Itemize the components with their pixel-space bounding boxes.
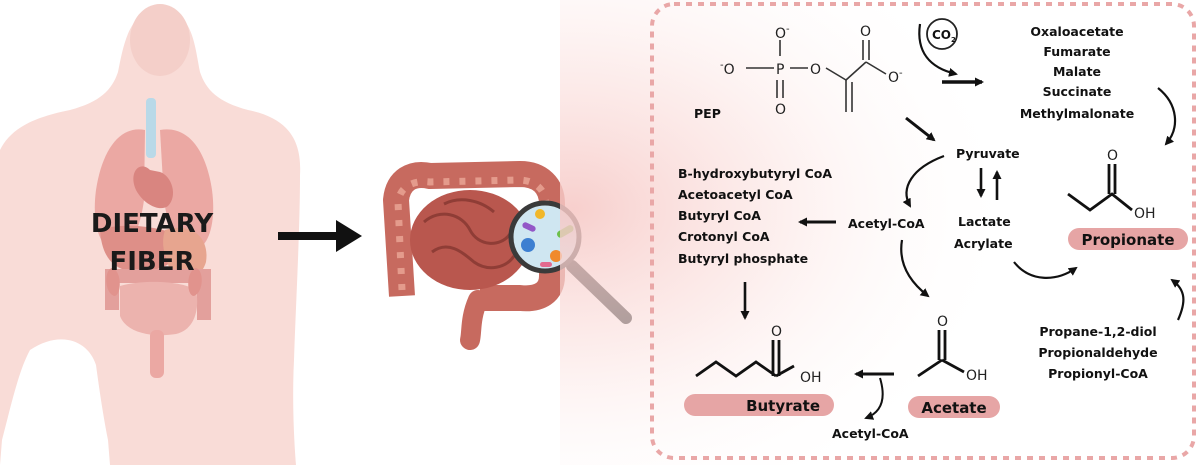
fiber-to-gut-arrow: [278, 220, 362, 252]
intestine-illustration: [383, 161, 565, 350]
heart: [133, 166, 174, 209]
lung-right: [160, 129, 214, 251]
lactate-label: Lactate: [958, 214, 1011, 229]
propanediol-item-0: Propane-1,2-diol: [1039, 324, 1156, 339]
pep-o-minus-left: -O: [720, 60, 735, 78]
propanediol-item-1: Propionaldehyde: [1038, 345, 1157, 360]
pep-label: PEP: [694, 106, 721, 121]
acetate-oh: OH: [966, 368, 988, 384]
acetate-structure: [917, 330, 965, 378]
stomach: [163, 227, 207, 280]
acetate-o: O: [937, 314, 948, 330]
kidney-right: [188, 268, 202, 296]
bacterium-yellow: [535, 209, 545, 219]
pep-to-pyruvate-arrow: [905, 116, 936, 142]
metabolism-panel: [650, 2, 1196, 460]
pep-phosphorus: P: [776, 62, 784, 78]
acetate-pill: [908, 396, 1000, 418]
butyrate-structure: [695, 340, 795, 378]
bacterium-pink: [540, 262, 552, 267]
rectum: [150, 330, 164, 378]
butyrate-item-3: Crotonyl CoA: [678, 229, 770, 244]
succinate-to-propionate-arrow: [1157, 87, 1177, 146]
co2-label: CO: [932, 28, 951, 42]
colon-frame: [383, 161, 565, 312]
pyruvate-label: Pyruvate: [956, 146, 1020, 161]
propanediol-item-2: Propionyl-CoA: [1048, 366, 1148, 381]
acetylcoa-release-arrow: [864, 377, 884, 420]
small-intestine-folds: [423, 198, 516, 270]
kidney-left: [106, 268, 120, 296]
acrylate-to-propionate-arrow: [1013, 261, 1078, 279]
butyrate-item-0: B-hydroxybutyryl CoA: [678, 166, 832, 181]
bacterium-orange: [550, 250, 562, 262]
tca-item-1: Fumarate: [1043, 44, 1110, 59]
body-illustration: [0, 4, 301, 465]
small-intestine-mass: [120, 281, 198, 336]
butyrate-item-2: Butyryl CoA: [678, 208, 761, 223]
propionate-pill-label: Propionate: [1081, 231, 1174, 249]
tca-item-2: Malate: [1053, 64, 1101, 79]
pep-o-carbonyl: O: [860, 24, 871, 40]
tca-intermediates-list: Oxaloacetate Fumarate Malate Succinate M…: [1020, 24, 1134, 121]
head-shadow: [130, 4, 190, 76]
butyrate-item-1: Acetoacetyl CoA: [678, 187, 793, 202]
tca-item-4: Methylmalonate: [1020, 106, 1134, 121]
co2-curve-arrow: [918, 23, 958, 77]
liver: [100, 225, 181, 272]
bacteria: [521, 209, 574, 267]
propanediol-path-list: Propane-1,2-diol Propionaldehyde Propion…: [1038, 324, 1157, 381]
butyrate-oh: OH: [800, 370, 822, 386]
butyrate-intermediates-list: B-hydroxybutyryl CoA Acetoacetyl CoA But…: [678, 166, 832, 266]
propanediol-to-propionate-arrow: [1170, 278, 1185, 321]
pyruvate-to-acetylcoa-arrow: [902, 154, 945, 208]
acetyl-coa-bottom-label: Acetyl-CoA: [832, 426, 909, 441]
butyrate-pill-label: Butyrate: [746, 397, 820, 415]
lung-left: [94, 129, 145, 251]
pep-o-bridge: O: [810, 62, 821, 78]
co2-badge: CO2: [926, 18, 958, 50]
acetate-pill-label: Acetate: [921, 399, 986, 417]
dietary-fiber-title-line1: DIETARY: [91, 209, 214, 239]
acetylcoa-to-acetate-arrow: [900, 239, 930, 298]
propionate-pill: [1068, 228, 1188, 250]
tca-item-3: Succinate: [1043, 84, 1112, 99]
pep-o-bottom: O: [775, 102, 786, 118]
dietary-fiber-title-line2: FIBER: [109, 247, 194, 277]
co2-subscript: 2: [951, 36, 956, 44]
svg-text:CO2: CO2: [932, 28, 956, 44]
propionate-structure: [1067, 164, 1133, 212]
butyrate-pill: [684, 394, 834, 416]
rectum-tube: [460, 290, 488, 350]
tca-item-0: Oxaloacetate: [1030, 24, 1123, 39]
propionate-o: O: [1107, 148, 1118, 164]
acetyl-coa-label: Acetyl-CoA: [848, 216, 925, 231]
pep-structure: [746, 40, 887, 112]
butyrate-o: O: [771, 324, 782, 340]
colon-highlight: [394, 176, 550, 291]
acrylate-label: Acrylate: [954, 236, 1013, 251]
trachea: [146, 98, 156, 158]
butyrate-item-4: Butyryl phosphate: [678, 251, 808, 266]
pep-o-minus-right: O-: [888, 68, 903, 86]
bacterium-blue: [521, 238, 535, 252]
bacterium-purple: [522, 222, 536, 232]
pep-o-top: O-: [775, 24, 790, 42]
propionate-oh: OH: [1134, 206, 1156, 222]
